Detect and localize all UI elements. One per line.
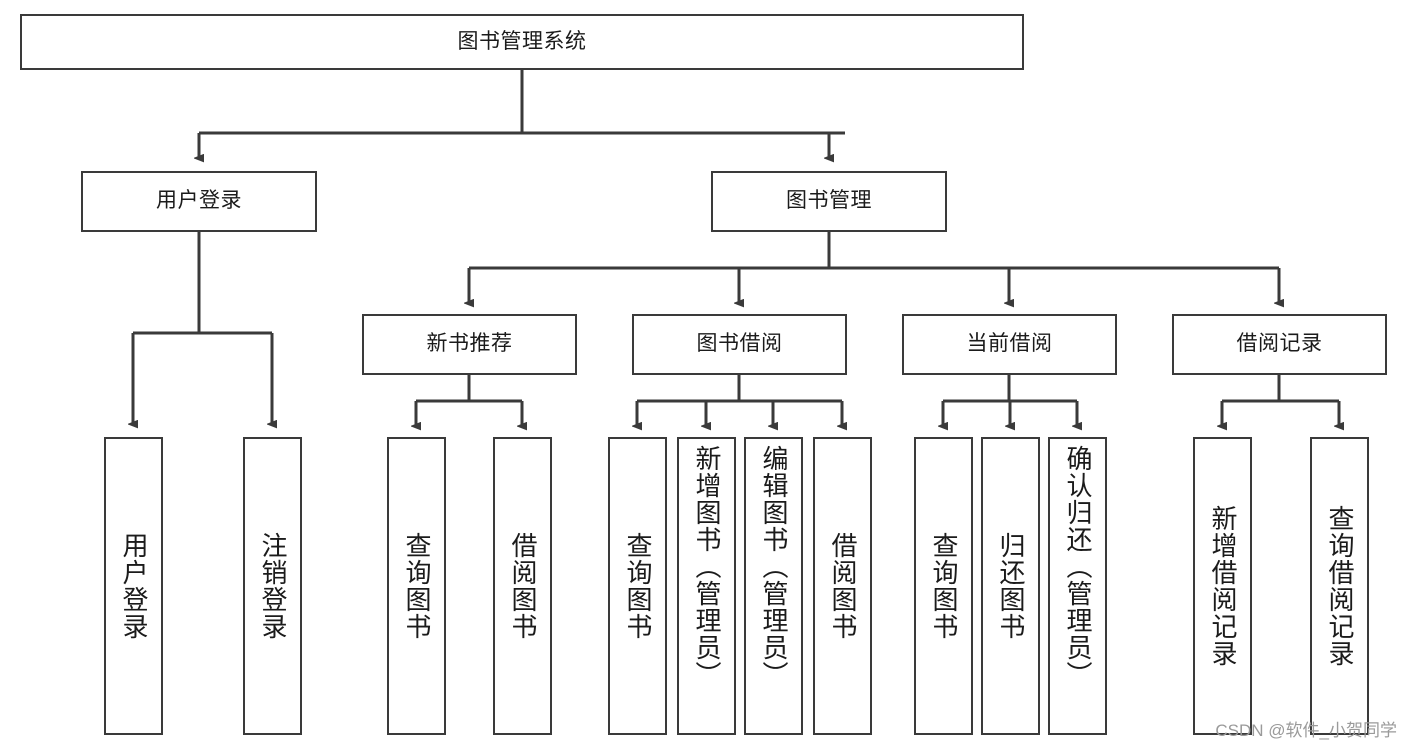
leaf-query-book-borrow[interactable]: 查询图书 xyxy=(608,437,667,735)
node-label: 借阅记录 xyxy=(1236,332,1323,356)
node-label: 归还图书 xyxy=(996,532,1027,640)
node-label: 新增借阅记录 xyxy=(1208,505,1239,667)
node-book-management[interactable]: 图书管理 xyxy=(711,171,947,232)
leaf-logout[interactable]: 注销登录 xyxy=(243,437,302,735)
node-label: 查询图书 xyxy=(623,532,654,640)
node-label: 图书借阅 xyxy=(696,332,783,356)
leaf-user-login[interactable]: 用户登录 xyxy=(104,437,163,735)
node-book-borrow[interactable]: 图书借阅 xyxy=(632,314,847,375)
leaf-confirm-return-admin[interactable]: 确认归还（管理员） xyxy=(1048,437,1107,735)
leaf-add-book-admin[interactable]: 新增图书（管理员） xyxy=(677,437,736,735)
leaf-query-borrow-record[interactable]: 查询借阅记录 xyxy=(1310,437,1369,735)
node-label: 图书管理 xyxy=(786,189,872,213)
node-label: 用户登录 xyxy=(119,532,150,640)
node-label: 查询图书 xyxy=(929,532,960,640)
leaf-return-book[interactable]: 归还图书 xyxy=(981,437,1040,735)
node-user-login[interactable]: 用户登录 xyxy=(81,171,317,232)
leaf-add-borrow-record[interactable]: 新增借阅记录 xyxy=(1193,437,1252,735)
node-label: 借阅图书 xyxy=(508,532,539,640)
node-new-book-recommend[interactable]: 新书推荐 xyxy=(362,314,577,375)
node-label: 新书推荐 xyxy=(426,332,513,356)
node-label: 查询图书 xyxy=(402,532,433,640)
node-label: 确认归还（管理员） xyxy=(1063,445,1094,688)
node-label: 新增图书（管理员） xyxy=(692,445,723,688)
node-label: 图书管理系统 xyxy=(457,29,587,53)
leaf-edit-book-admin[interactable]: 编辑图书（管理员） xyxy=(744,437,803,735)
leaf-borrow-book-recommend[interactable]: 借阅图书 xyxy=(493,437,552,735)
node-label: 当前借阅 xyxy=(966,332,1053,356)
leaf-borrow-book[interactable]: 借阅图书 xyxy=(813,437,872,735)
node-label: 查询借阅记录 xyxy=(1325,505,1356,667)
leaf-query-book-current[interactable]: 查询图书 xyxy=(914,437,973,735)
node-borrow-record[interactable]: 借阅记录 xyxy=(1172,314,1387,375)
node-label: 用户登录 xyxy=(156,189,242,213)
node-label: 借阅图书 xyxy=(828,532,859,640)
node-current-borrow[interactable]: 当前借阅 xyxy=(902,314,1117,375)
node-label: 编辑图书（管理员） xyxy=(759,445,790,688)
node-label: 注销登录 xyxy=(258,532,289,640)
leaf-query-book-recommend[interactable]: 查询图书 xyxy=(387,437,446,735)
node-root-system[interactable]: 图书管理系统 xyxy=(20,14,1024,70)
